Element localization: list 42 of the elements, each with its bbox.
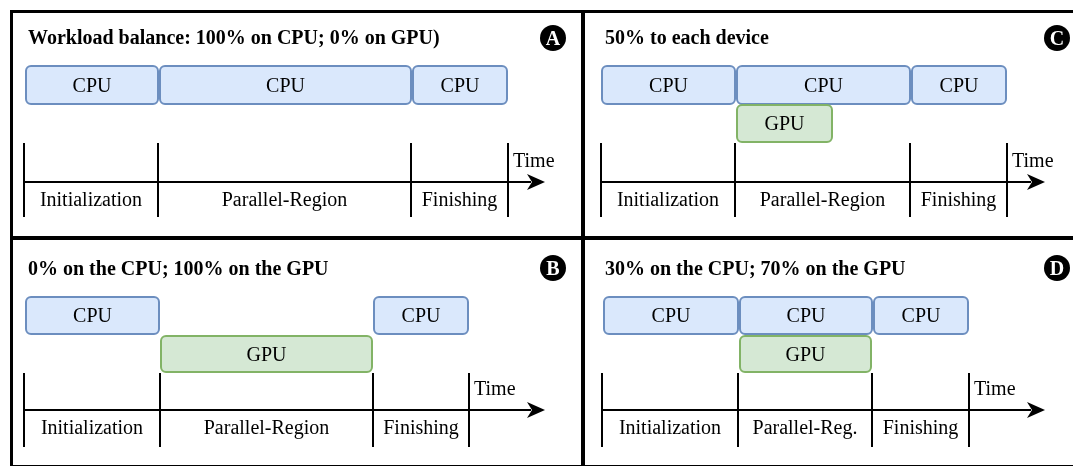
axis-label: Time <box>1012 148 1054 172</box>
panel <box>10 237 584 466</box>
phase-label: Parallel-Region <box>203 415 330 439</box>
phase-label: Finishing <box>920 187 997 211</box>
panel-letter-badge: B <box>540 255 566 281</box>
gpu-task-bar: GPU <box>160 335 373 373</box>
axis-label: Time <box>974 376 1016 400</box>
panel-heading: 50% to each device <box>605 25 769 49</box>
cpu-task-bar: CPU <box>373 296 469 335</box>
cpu-task-bar: CPU <box>159 65 412 105</box>
axis-label: Time <box>513 148 555 172</box>
phase-label: Initialization <box>40 415 144 439</box>
phase-label: Finishing <box>421 187 498 211</box>
phase-label: Initialization <box>618 415 722 439</box>
cpu-task-bar: CPU <box>873 296 969 335</box>
cpu-task-bar: CPU <box>736 65 911 105</box>
phase-label: Initialization <box>616 187 720 211</box>
cpu-task-bar: CPU <box>25 296 160 335</box>
phase-label: Parallel-Reg. <box>752 415 858 439</box>
panel-letter-badge: A <box>540 25 566 51</box>
panel <box>582 237 1073 466</box>
panel-heading: 30% on the CPU; 70% on the GPU <box>605 256 906 280</box>
phase-label: Initialization <box>39 187 143 211</box>
panel-letter-badge: D <box>1044 255 1070 281</box>
panel-heading: Workload balance: 100% on CPU; 0% on GPU) <box>28 25 440 49</box>
cpu-task-bar: CPU <box>25 65 159 105</box>
cpu-task-bar: CPU <box>412 65 508 105</box>
gpu-task-bar: GPU <box>736 104 833 143</box>
panel <box>582 10 1073 239</box>
gpu-task-bar: GPU <box>739 335 872 373</box>
cpu-task-bar: CPU <box>601 65 736 105</box>
cpu-task-bar: CPU <box>911 65 1007 105</box>
phase-label: Parallel-Region <box>221 187 348 211</box>
panel <box>10 10 584 239</box>
cpu-task-bar: CPU <box>739 296 873 335</box>
phase-label: Finishing <box>383 415 459 439</box>
axis-label: Time <box>474 376 516 400</box>
phase-label: Finishing <box>882 415 959 439</box>
panel-heading: 0% on the CPU; 100% on the GPU <box>28 256 329 280</box>
phase-label: Parallel-Region <box>759 187 886 211</box>
cpu-task-bar: CPU <box>603 296 739 335</box>
panel-letter-badge: C <box>1044 25 1070 51</box>
